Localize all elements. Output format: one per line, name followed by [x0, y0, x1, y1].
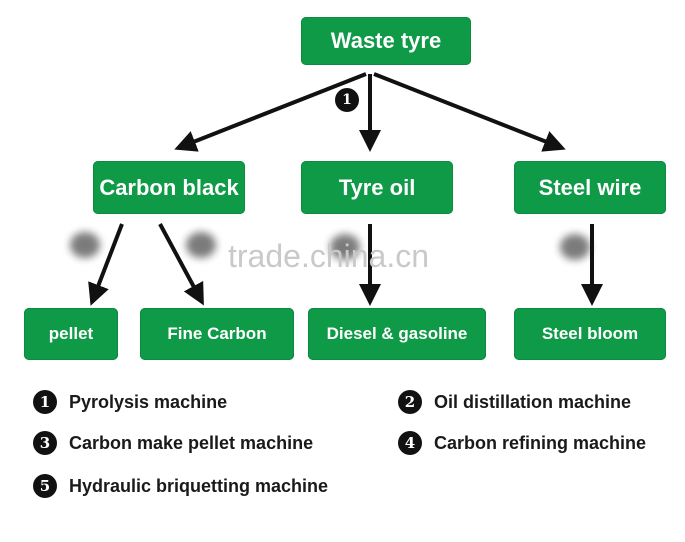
step-badge: 1	[335, 88, 359, 112]
node-pellet: pellet	[24, 308, 118, 360]
legend-label: Oil distillation machine	[434, 391, 632, 412]
node-carbon-black: Carbon black	[93, 161, 245, 214]
node-steel-bloom: Steel bloom	[514, 308, 666, 360]
legend-label: Hydraulic briquetting machine	[69, 475, 329, 496]
arrow-to-pellet	[88, 223, 124, 306]
number-badge: 2	[398, 390, 422, 414]
obscured-badge	[560, 234, 590, 260]
legend-item-1: 1 Pyrolysis machine	[33, 390, 227, 414]
legend-item-2: 2 Oil distillation machine	[398, 390, 631, 414]
node-steel-wire: Steel wire	[514, 161, 666, 214]
obscured-badge	[70, 232, 100, 258]
legend-item-4: 4 Carbon refining machine	[398, 431, 646, 455]
obscured-badge	[330, 234, 360, 260]
legend-item-5: 5 Hydraulic briquetting machine	[33, 474, 328, 498]
legend-item-3: 3 Carbon make pellet machine	[33, 431, 313, 455]
obscured-badge	[186, 232, 216, 258]
node-fine-carbon: Fine Carbon	[140, 308, 294, 360]
node-tyre-oil: Tyre oil	[301, 161, 453, 214]
legend-label: Carbon refining machine	[434, 432, 647, 453]
number-badge: 3	[33, 431, 57, 455]
arrow-to-steel-wire	[373, 72, 566, 152]
arrow-to-fine-carbon	[158, 223, 204, 306]
number-badge: 1	[33, 390, 57, 414]
node-diesel-gasoline: Diesel & gasoline	[308, 308, 486, 360]
watermark: trade.china.cn	[228, 238, 430, 274]
legend-label: Pyrolysis machine	[69, 391, 228, 412]
arrow-to-carbon-black	[174, 72, 367, 152]
legend-label: Carbon make pellet machine	[69, 432, 314, 453]
number-badge: 4	[398, 431, 422, 455]
node-waste-tyre: Waste tyre	[301, 17, 471, 65]
number-badge: 5	[33, 474, 57, 498]
